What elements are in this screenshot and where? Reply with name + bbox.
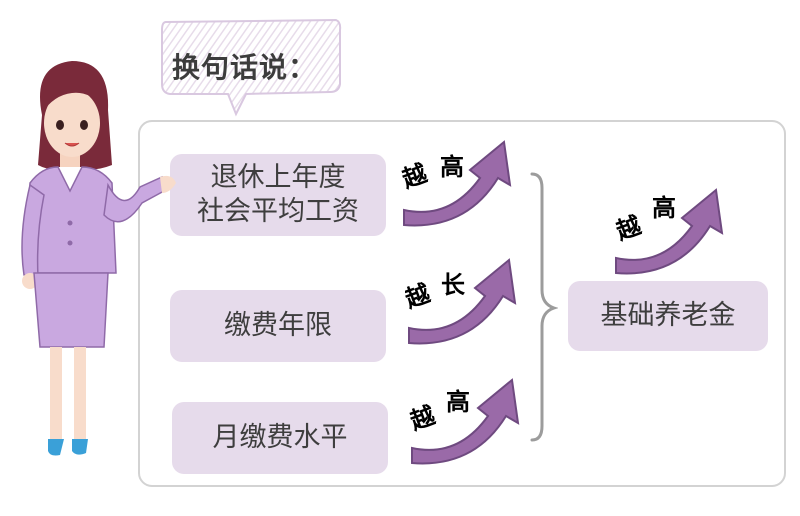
box-retirement-average-wage: 退休上年度 社会平均工资 <box>170 154 386 236</box>
arrow-label-2: 高 <box>446 387 470 416</box>
arrow-label-1: 越 <box>405 278 435 314</box>
arrow-label-1: 越 <box>408 400 440 436</box>
arrow-up-icon: 越 长 <box>405 258 517 345</box>
box-basic-pension: 基础养老金 <box>568 281 768 351</box>
presenter-illustration <box>21 61 176 456</box>
arrow-up-icon: 越 高 <box>612 188 724 275</box>
arrow-label-2: 高 <box>652 193 676 222</box>
arrow-label-1: 越 <box>400 158 432 194</box>
speech-bubble-text: 换句话说： <box>172 51 318 84</box>
arrow-label-2: 高 <box>440 152 464 181</box>
arrow-up-icon: 越 高 <box>408 378 520 465</box>
arrow-up-icon: 越 高 <box>400 140 512 227</box>
arrow-label-1: 越 <box>612 210 645 246</box>
content-frame <box>138 120 786 487</box>
brace-icon <box>530 172 558 442</box>
box-contribution-years: 缴费年限 <box>170 290 386 362</box>
speech-bubble <box>161 18 342 117</box>
arrow-label-2: 长 <box>441 270 466 299</box>
box-monthly-contribution-level: 月缴费水平 <box>172 402 388 474</box>
